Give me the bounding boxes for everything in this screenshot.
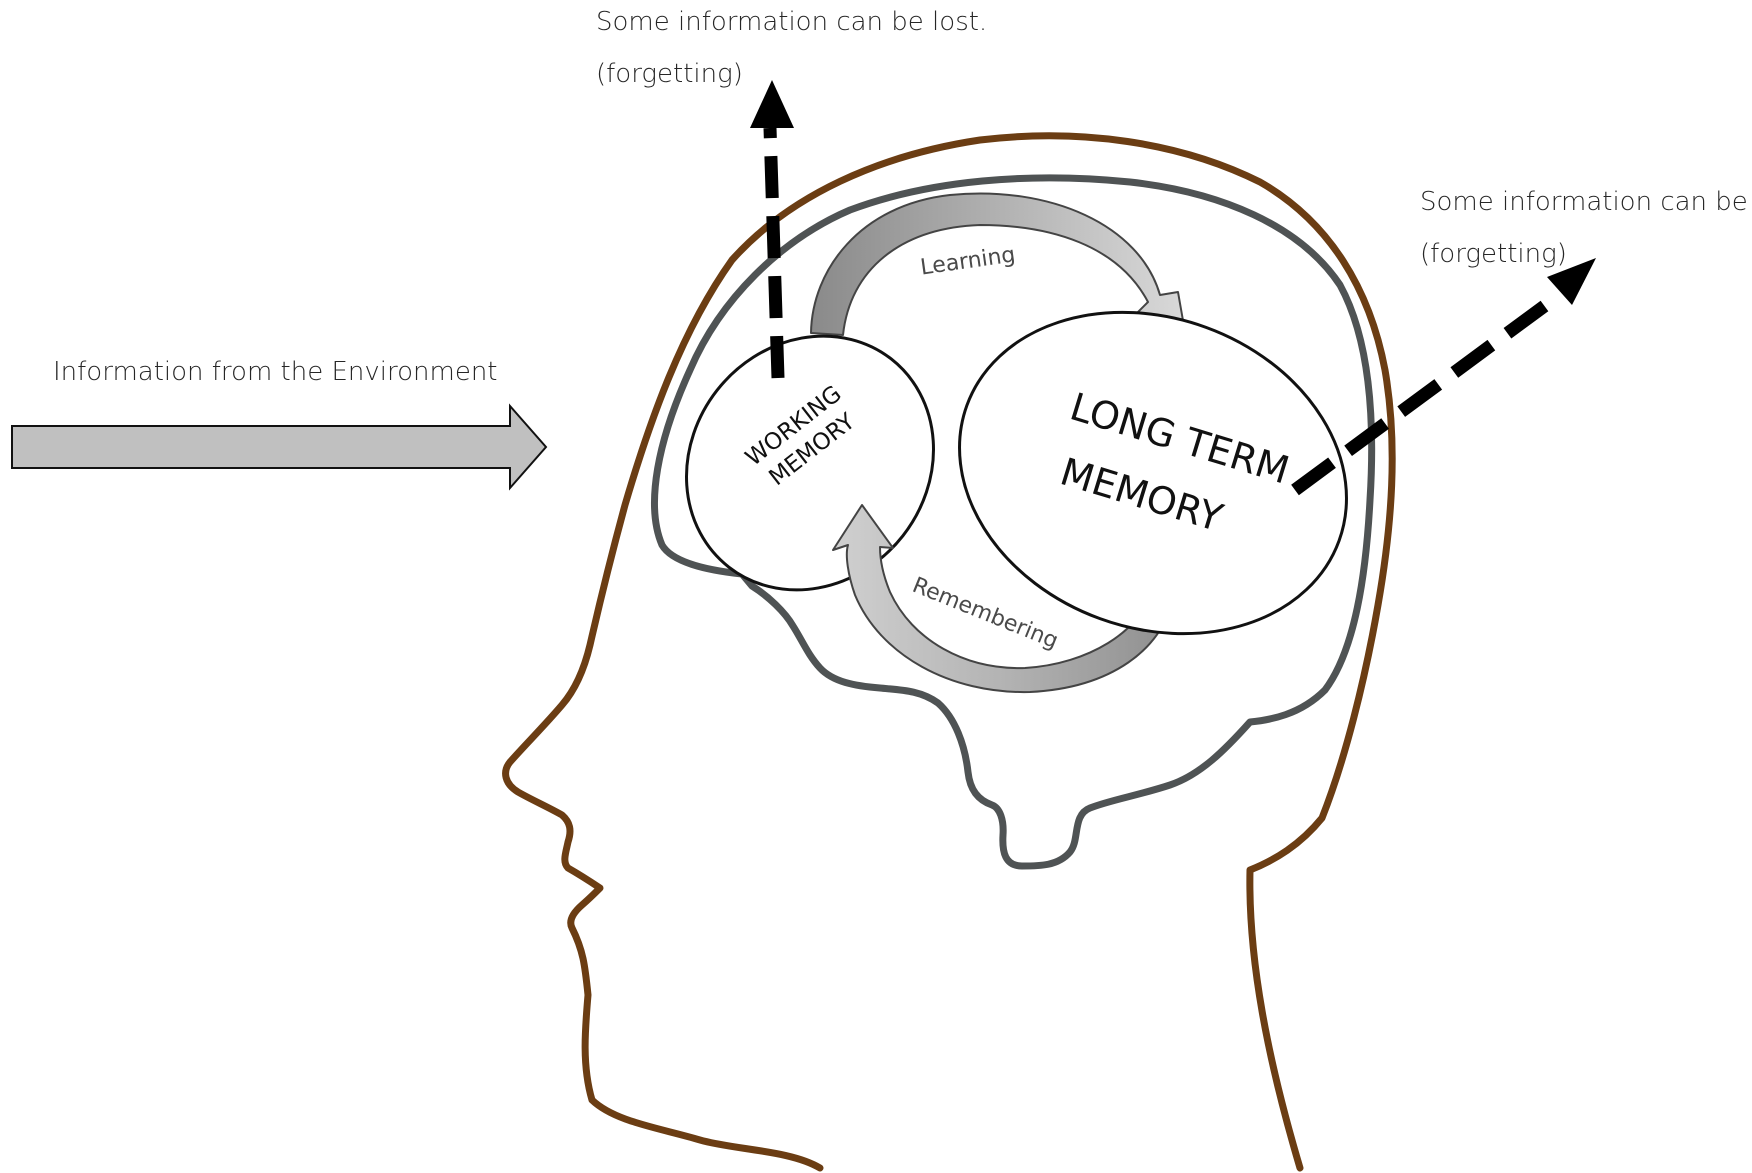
learning-label: Learning — [919, 242, 1017, 280]
forgetting-right-label-line1: Some information can be lost. — [1420, 187, 1752, 217]
forgetting-arrow-working-memory — [750, 80, 794, 379]
environment-label: Information from the Environment — [53, 357, 498, 387]
long-term-memory-ellipse — [958, 310, 1348, 636]
forgetting-top-label-line2: (forgetting) — [596, 59, 743, 89]
forgetting-arrow-long-term-memory — [1291, 258, 1596, 496]
remembering-arrow — [832, 504, 1175, 694]
head-outline — [502, 132, 1396, 1172]
forgetting-right-label-line2: (forgetting) — [1420, 239, 1567, 269]
brain-outline — [651, 174, 1376, 870]
environment-input-arrow — [11, 403, 548, 491]
forgetting-top-label-line1: Some information can be lost. — [596, 7, 987, 37]
learning-arrow — [810, 192, 1186, 336]
